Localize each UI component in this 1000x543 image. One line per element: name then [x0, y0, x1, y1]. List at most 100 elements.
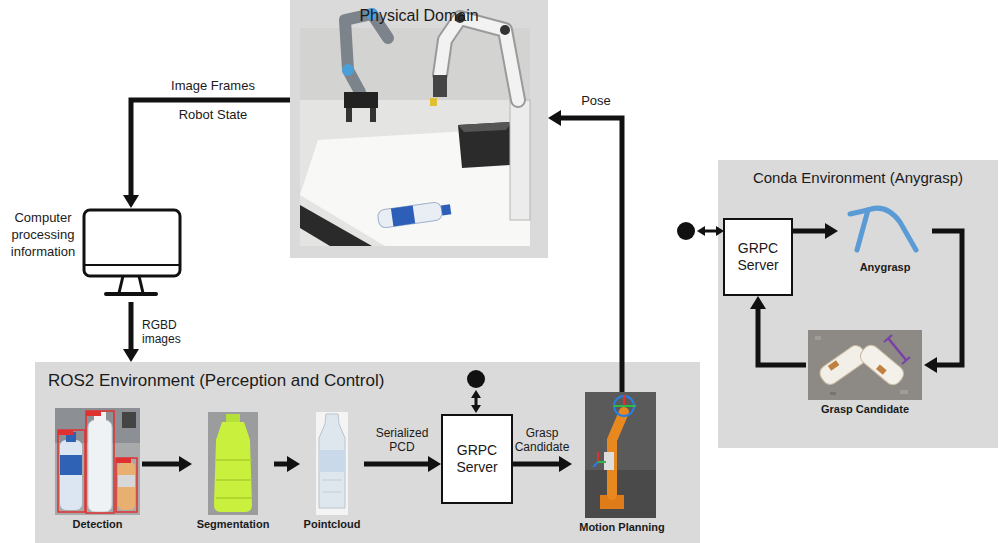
motion-planning-image-part [585, 470, 656, 518]
robot-cell-photo-part [346, 108, 352, 122]
connector [548, 110, 622, 392]
label-slot: Robot State [150, 107, 276, 123]
connector-line [274, 462, 288, 467]
connector [123, 100, 290, 208]
edge-label: Pose [574, 93, 618, 109]
client-dot-part [704, 230, 717, 233]
grasp-candidate-image-part [902, 357, 910, 364]
connector-line [793, 229, 826, 234]
pointcloud-image-part [316, 412, 348, 515]
detection-image-part [118, 475, 135, 487]
image-caption: Anygrasp [838, 261, 932, 274]
monitor-icon [84, 210, 180, 294]
segmentation-image [208, 412, 258, 515]
pointcloud-image-part [322, 480, 342, 492]
grasp-candidate-image-part [808, 330, 922, 400]
robot-cell-photo-part-part [441, 204, 451, 215]
robot-cell-photo-part [433, 75, 447, 97]
motion-planning-image-part [597, 452, 599, 462]
robot-cell-photo-part [510, 100, 530, 220]
pointcloud-image [316, 412, 348, 515]
robot-cell-photo-part [300, 28, 530, 100]
detection-image-part [122, 412, 136, 428]
connector-line [129, 302, 134, 350]
connector-line [364, 462, 429, 467]
robot-cell-photo-part [458, 122, 512, 168]
label-slot: RGBD images [142, 318, 190, 347]
robot-cell-photo-part [377, 200, 452, 228]
monitor-icon-part [119, 276, 143, 293]
segmentation-image-part [226, 414, 240, 422]
robot-cell-photo-part [370, 108, 376, 122]
robot-cell-photo-part [500, 25, 510, 35]
detection-image-part [58, 430, 85, 512]
edge-label: Serialized PCD [368, 426, 436, 455]
label-slot: Grasp Candidate [512, 426, 572, 455]
client-dot-part [467, 370, 485, 388]
grasp-candidate-image [808, 330, 922, 400]
box-label: GRPC Server [725, 240, 791, 275]
motion-planning-image-part [593, 462, 598, 467]
server-box: GRPC Server [723, 218, 793, 296]
pointcloud-image-part [319, 414, 345, 508]
robot-cell-photo-part [344, 92, 378, 108]
grasp-candidate-image-part-part [817, 342, 869, 387]
monitor-icon-part [85, 264, 179, 266]
detection-image-part [86, 411, 114, 513]
segmentation-image-part [214, 422, 252, 512]
client-dot [677, 222, 724, 240]
detection-image-part [60, 455, 82, 475]
detection-image-part [118, 462, 135, 510]
detection-image-part [60, 440, 82, 510]
connector [123, 302, 139, 362]
detection-image-part [55, 408, 140, 515]
segmentation-image-part [216, 460, 252, 498]
robot-cell-photo-part [440, 18, 518, 100]
panel-title: Physical Domain [290, 6, 548, 25]
monitor-icon-part [84, 210, 180, 276]
client-dot-part [475, 397, 478, 406]
connector-line [142, 462, 180, 467]
grasp-candidate-image-part-part [828, 360, 840, 371]
connector-line [513, 462, 560, 467]
segmentation-image-part [208, 412, 258, 515]
robot-cell-photo-part [342, 64, 354, 76]
monitor-icon-part [106, 292, 156, 296]
motion-planning-image-part [614, 405, 636, 407]
detection-image-part [58, 430, 73, 435]
grasp-candidate-image-part [857, 342, 907, 388]
robot-cell-photo-part [300, 205, 372, 246]
pointcloud-image-part [319, 450, 345, 472]
client-dot-part [677, 222, 695, 240]
computer-label: Computer processing information [5, 210, 81, 261]
detection-image-part [86, 411, 101, 416]
arrow-head [123, 349, 139, 362]
box-label: GRPC Server [443, 442, 511, 477]
connector-line [131, 100, 290, 196]
robot-cell-photo-part-part [391, 206, 415, 227]
server-box: GRPC Server [441, 414, 513, 504]
motion-planning-image-part [623, 395, 625, 406]
grasp-candidate-image-part [830, 392, 836, 395]
image-caption: Motion Planning [572, 521, 672, 534]
image-caption: Segmentation [192, 518, 274, 531]
panel-title: Conda Environment (Anygrasp) [718, 169, 998, 187]
image-caption: Grasp Candidate [806, 403, 924, 416]
connector-line [560, 118, 622, 392]
edge-label: Image Frames [150, 78, 276, 94]
edge-label: RGBD images [142, 318, 190, 347]
arrow-head [123, 195, 139, 208]
grasp-candidate-image-part [888, 338, 906, 360]
label-slot: Pose [574, 93, 618, 109]
robot-cell-photo [300, 8, 530, 246]
grasp-candidate-image-part-part [876, 364, 887, 374]
grasp-candidate-image-part [884, 335, 892, 342]
detection-image-part [116, 458, 131, 463]
motion-planning-image [585, 392, 656, 518]
robot-cell-photo-part-part [377, 202, 443, 229]
edge-label: Grasp Candidate [512, 426, 572, 455]
detection-image-part [88, 420, 112, 512]
